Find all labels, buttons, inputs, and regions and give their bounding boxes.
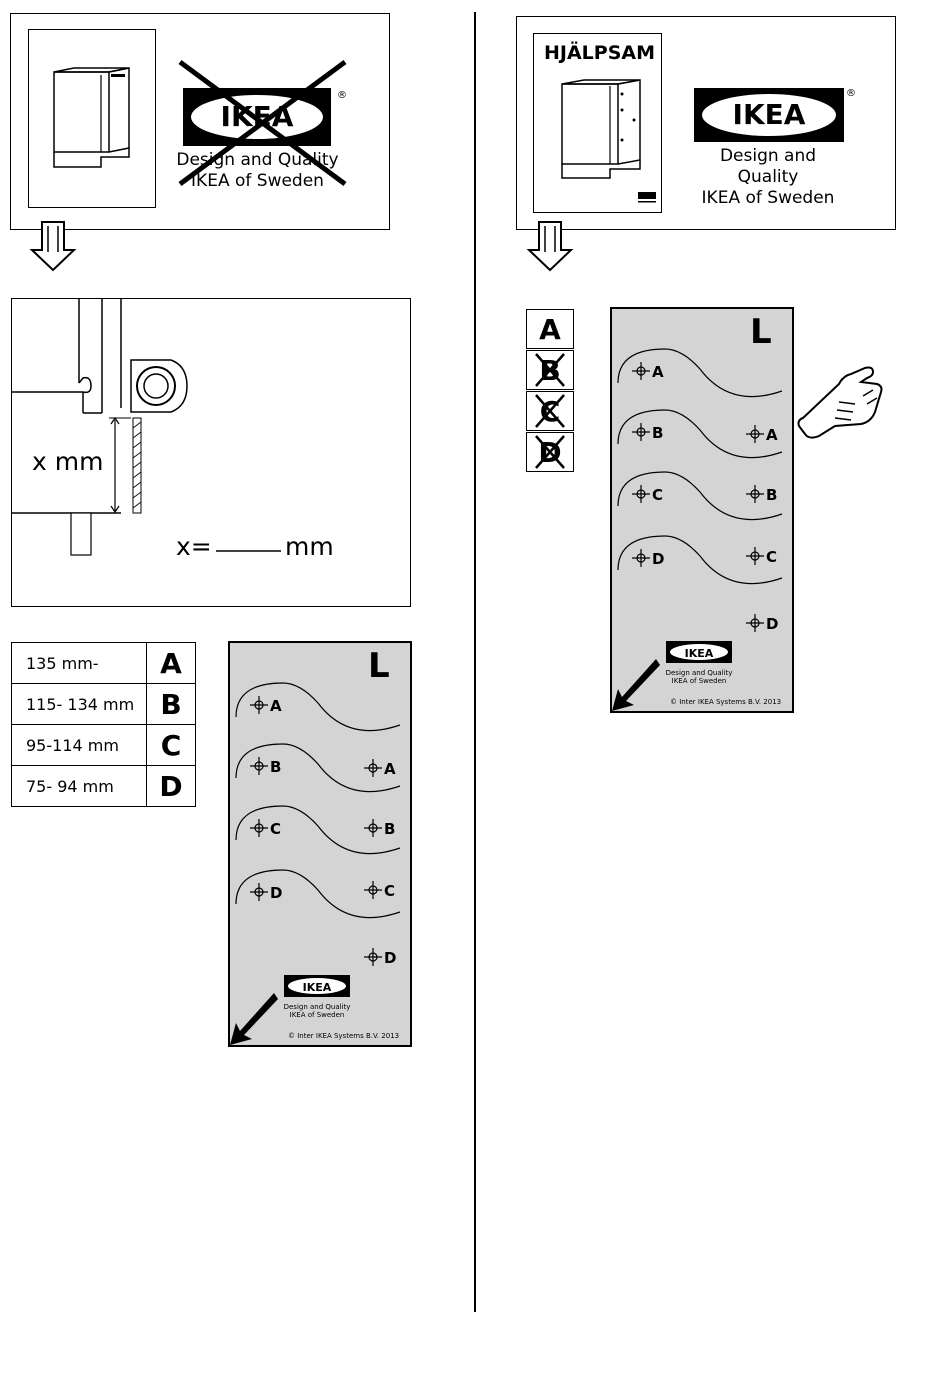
measurement-diagram — [11, 298, 281, 556]
registered-mark: ® — [846, 88, 856, 99]
mark-label: D — [384, 949, 396, 967]
crosshair-mark: A — [364, 759, 396, 778]
mark-label: C — [652, 486, 663, 504]
letter-cell: D — [146, 765, 196, 807]
table-row: 75- 94 mm D — [11, 765, 196, 807]
crosshair-mark: C — [746, 547, 777, 566]
range-table: 135 mm- A 115- 134 mm B 95-114 mm C 75- … — [11, 642, 196, 807]
dishwasher-icon — [561, 79, 656, 203]
crosshair-mark: A — [632, 362, 664, 381]
mark-label: D — [270, 884, 282, 902]
crosshair-mark: B — [364, 819, 395, 838]
mark-label: D — [652, 550, 664, 568]
template-curve — [617, 409, 783, 459]
choice-a: A — [526, 309, 574, 349]
formula-suffix: mm — [285, 532, 334, 561]
template-tagline-2: IKEA of Sweden — [672, 677, 727, 685]
mark-label: C — [384, 882, 395, 900]
template-logo-ellipse — [288, 978, 346, 994]
range-cell: 75- 94 mm — [11, 765, 147, 807]
mark-label: B — [384, 820, 395, 838]
template-curve — [235, 743, 401, 793]
product-name: HJÄLPSAM — [544, 42, 656, 64]
crosshair-mark: C — [250, 819, 281, 838]
corner-arrow-icon — [230, 993, 278, 1045]
cross-out-icon — [535, 353, 565, 469]
template-tagline-1: Design and Quality — [284, 1003, 351, 1011]
crosshair-mark: B — [250, 757, 281, 776]
ikea-wordmark: IKEA — [733, 98, 806, 131]
crosshair-mark: D — [746, 614, 778, 633]
template-curve — [617, 535, 783, 585]
template-side-label: L — [750, 312, 772, 352]
template-copyright: © Inter IKEA Systems B.V. 2013 — [670, 698, 781, 706]
crosshair-mark: D — [632, 549, 664, 568]
template-logo-ellipse — [670, 644, 728, 660]
mark-label: B — [270, 758, 281, 776]
column-divider — [474, 12, 476, 1312]
table-row: 135 mm- A — [11, 642, 196, 684]
template-copyright: © Inter IKEA Systems B.V. 2013 — [288, 1032, 399, 1040]
dishwasher-icon — [53, 67, 130, 168]
mark-label: B — [652, 424, 663, 442]
template-logo-wordmark: IKEA — [685, 647, 714, 660]
pointing-hand-icon — [797, 366, 883, 439]
dishwasher-thumbnail — [28, 29, 156, 208]
letter-cell: C — [146, 724, 196, 766]
ikea-logo-crossed: IKEA ® Design and Quality IKEA of Sweden — [175, 58, 355, 193]
mark-label: C — [270, 820, 281, 838]
formula-prefix: x= — [176, 532, 212, 561]
crosshair-mark: A — [250, 696, 282, 715]
crosshair-mark: C — [364, 881, 395, 900]
mark-label: A — [766, 426, 778, 444]
ikea-logo: IKEA ® Design and Quality IKEA of Sweden — [688, 58, 868, 208]
table-row: 95-114 mm C — [11, 724, 196, 766]
crosshair-mark: B — [746, 485, 777, 504]
template-curve — [235, 805, 401, 855]
template-side-label: L — [368, 646, 390, 686]
template-tagline-2: IKEA of Sweden — [290, 1011, 345, 1019]
corner-arrow-icon — [612, 659, 660, 711]
range-cell: 115- 134 mm — [11, 683, 147, 725]
logo-tagline-2: IKEA of Sweden — [701, 188, 835, 208]
mark-label: A — [652, 363, 664, 381]
mark-label: A — [384, 760, 396, 778]
letter-cell: B — [146, 683, 196, 725]
crosshair-mark: D — [364, 948, 396, 967]
table-row: 115- 134 mm B — [11, 683, 196, 725]
crosshair-mark: C — [632, 485, 663, 504]
template-logo-wordmark: IKEA — [303, 981, 332, 994]
down-arrow-icon — [29, 221, 77, 272]
crosshair-mark: D — [250, 883, 282, 902]
crosshair-mark: A — [746, 425, 778, 444]
down-arrow-icon — [526, 221, 574, 272]
template-curve — [235, 682, 401, 732]
mark-label: B — [766, 486, 777, 504]
template-curve — [617, 348, 783, 398]
template-tagline-1: Design and Quality — [666, 669, 733, 677]
template-curve — [617, 471, 783, 521]
mark-label: A — [270, 697, 282, 715]
logo-tagline-1: Design and Quality — [719, 146, 817, 187]
x-mm-label: x mm — [32, 447, 104, 476]
crosshair-mark: B — [632, 423, 663, 442]
mark-label: C — [766, 548, 777, 566]
mark-label: D — [766, 615, 778, 633]
registered-mark: ® — [337, 90, 347, 101]
letter-cell: A — [146, 642, 196, 684]
cross-out-icon — [178, 59, 347, 187]
range-cell: 95-114 mm — [11, 724, 147, 766]
template-curve — [235, 869, 401, 919]
range-cell: 135 mm- — [11, 642, 147, 684]
logo-tagline-2: IKEA of Sweden — [191, 171, 324, 191]
